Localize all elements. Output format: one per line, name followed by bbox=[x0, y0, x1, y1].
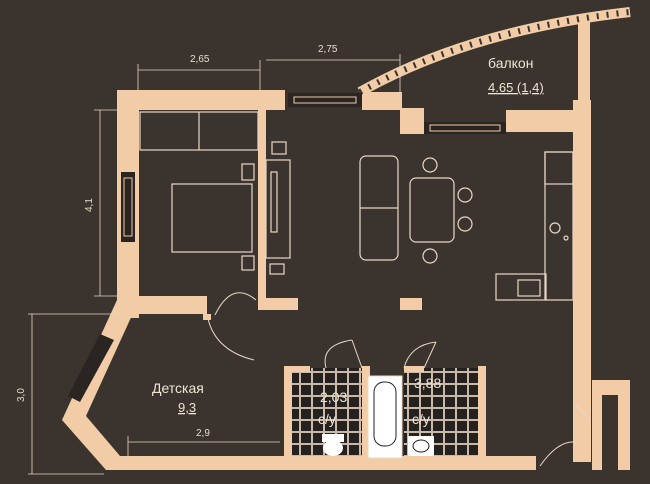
washbasin-icon bbox=[408, 436, 434, 456]
dim-left: 4,1 bbox=[84, 198, 95, 212]
bathroom-fixtures bbox=[322, 375, 434, 459]
kids-room-name: Детская bbox=[152, 380, 204, 396]
dim-top-left: 2,65 bbox=[190, 54, 210, 65]
windows bbox=[68, 93, 506, 402]
stove-icon bbox=[495, 273, 547, 301]
sink-icon bbox=[549, 222, 561, 234]
bedroom-furniture bbox=[139, 111, 291, 275]
dim-bottom: 2,9 bbox=[196, 428, 210, 439]
bathroom-2-label: с/у bbox=[412, 411, 430, 427]
dimension-lines bbox=[28, 54, 401, 475]
bathroom-1-label: с/у bbox=[318, 411, 336, 427]
doors bbox=[203, 292, 591, 467]
balcony-name: балкон bbox=[488, 55, 533, 71]
bed-icon bbox=[171, 183, 253, 253]
living-furniture bbox=[359, 151, 574, 301]
bathroom-2-area: 3,88 bbox=[414, 375, 441, 391]
balcony-rail bbox=[357, 7, 631, 97]
bathroom-1-area: 2,03 bbox=[320, 389, 347, 405]
dining-table-icon bbox=[409, 177, 455, 243]
balcony-area: 4.65 (1,4) bbox=[488, 80, 544, 95]
dim-top-center: 2,75 bbox=[318, 44, 338, 55]
walls bbox=[62, 20, 630, 470]
kids-room-area: 9,3 bbox=[178, 400, 196, 415]
dim-bottom-left: 3,0 bbox=[16, 388, 27, 402]
toilet-icon bbox=[322, 434, 344, 442]
